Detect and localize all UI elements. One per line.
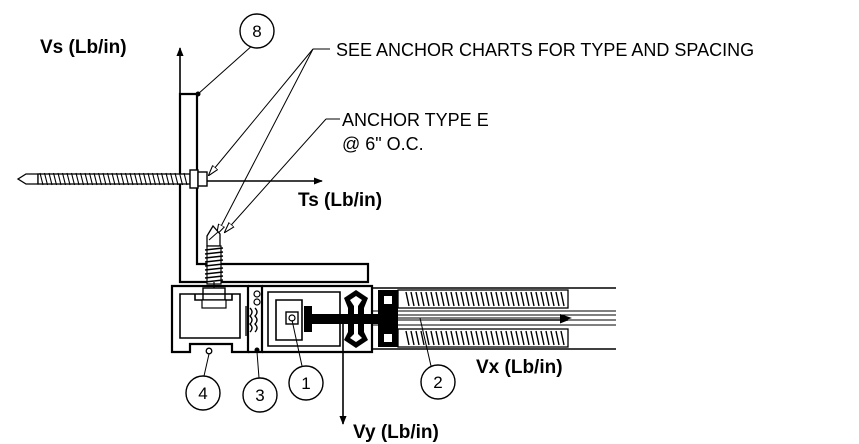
vx-label: Vx (Lb/in) [476,357,563,378]
callout-1-leader [291,319,303,367]
ts-label: Ts (Lb/in) [298,190,382,211]
callout-1-bubble [288,365,324,401]
callout-2-leader [419,317,432,367]
callout-4-leader [203,353,210,377]
callout-2-number: 2 [433,373,442,392]
callout-4-bubble [185,375,221,411]
middle-profile [245,284,264,354]
callout-2-bubble [420,364,456,400]
steel-tube [340,287,616,350]
callout-1-number: 1 [301,374,310,393]
callout-3-leader [256,351,260,379]
callout-4-number: 4 [198,384,207,403]
horizontal-screw [16,169,208,189]
mullion-extrusion [170,284,250,355]
callout-8-leader-dot [195,91,201,97]
anchor-type-leader [225,118,327,232]
anchor-charts-note: SEE ANCHOR CHARTS FOR TYPE AND SPACING [336,40,754,60]
callout-3-number: 3 [255,386,264,405]
callout-3-bubble [242,377,278,413]
callout-8-leader [197,43,255,95]
callout-8-bubble [239,13,275,49]
anchor-charts-leader-1 [209,48,314,175]
vy-label: Vy (Lb/in) [353,422,439,443]
callout-8-number: 8 [252,22,261,41]
anchor-type-note: ANCHOR TYPE E [342,110,489,130]
anchor-charts-leader-2 [217,48,314,234]
vs-label: Vs (Lb/in) [40,37,127,58]
anchor-spacing-note: @ 6" O.C. [342,134,424,154]
